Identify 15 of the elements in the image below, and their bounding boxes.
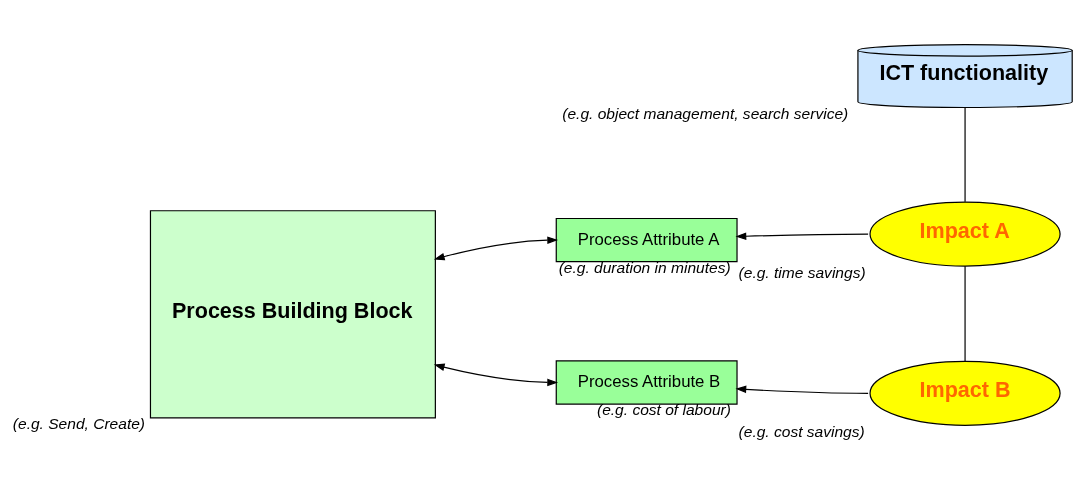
arrow (433, 236, 559, 261)
connector (964, 265, 966, 362)
node-box: Process Building Block (149, 210, 436, 419)
node-ellipse: Impact A (869, 201, 1061, 267)
arrow (735, 232, 869, 241)
node-label: (e.g. time savings) (738, 263, 866, 281)
connector (964, 106, 966, 203)
arrow (433, 363, 559, 387)
node-box: Process Attribute A (555, 217, 738, 263)
node-box: Process Attribute B (555, 360, 738, 405)
arrow (735, 385, 869, 394)
node-label: (e.g. object management, search service) (562, 104, 849, 122)
node-ellipse: Impact B (869, 360, 1061, 426)
node-label: (e.g. cost savings) (738, 422, 865, 440)
node-label: (e.g. Send, Create) (12, 415, 146, 433)
